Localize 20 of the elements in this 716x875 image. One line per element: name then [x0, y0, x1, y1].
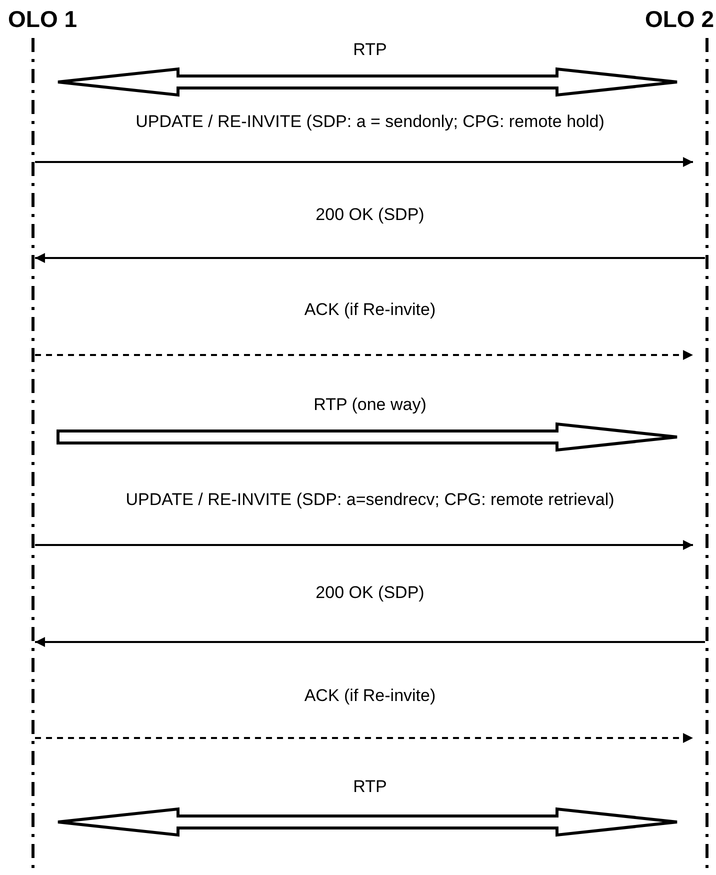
message-arrow: [35, 540, 693, 550]
message-arrow: [35, 733, 693, 743]
message-label: RTP (one way): [314, 395, 426, 415]
message-label: RTP: [353, 777, 387, 797]
block-arrow: [56, 422, 678, 452]
message-label: 200 OK (SDP): [316, 583, 424, 603]
message-arrow: [35, 157, 693, 167]
message-arrow: [35, 637, 705, 647]
message-label: UPDATE / RE-INVITE (SDP: a=sendrecv; CPG: remote retrieval): [126, 490, 614, 510]
participant-label: OLO 1: [8, 6, 78, 32]
message-label: ACK (if Re-invite): [304, 686, 436, 706]
block-arrow: [56, 807, 678, 837]
message-label: RTP: [353, 40, 387, 60]
block-arrow: [56, 67, 678, 97]
message-label: 200 OK (SDP): [316, 205, 424, 225]
participant-label: OLO 2: [644, 6, 714, 32]
message-label: ACK (if Re-invite): [304, 300, 436, 320]
message-arrow: [35, 253, 705, 263]
message-arrow: [35, 350, 693, 360]
message-label: UPDATE / RE-INVITE (SDP: a = sendonly; CPG: remote hold): [136, 112, 604, 132]
